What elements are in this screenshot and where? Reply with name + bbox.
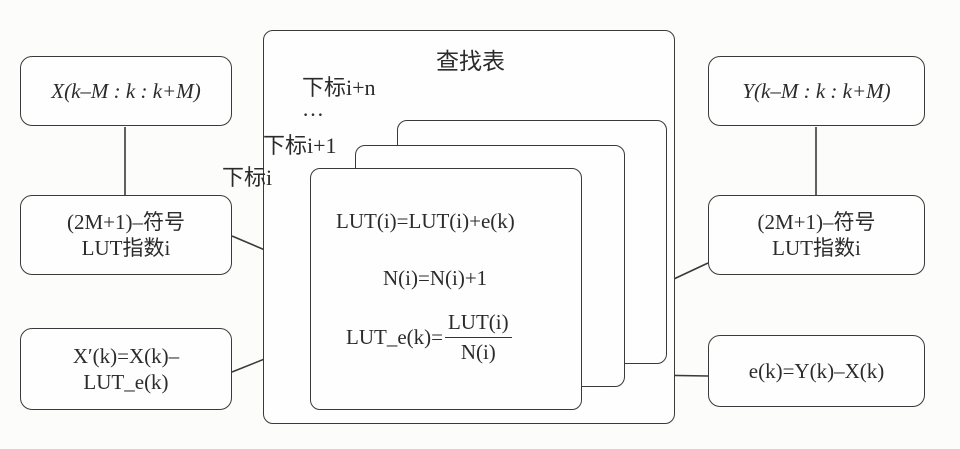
right-index-line-2: LUT指数i (772, 236, 861, 260)
left-index-line-2: LUT指数i (81, 236, 171, 260)
target-window-text: Y(k–M : k : k+M) (742, 78, 891, 103)
table-page-front (310, 168, 582, 410)
target-window-box: Y(k–M : k : k+M) (708, 56, 925, 126)
count-update-equation: N(i)=N(i)+1 (383, 266, 488, 290)
input-window-text: X(k–M : k : k+M) (51, 78, 201, 103)
lut-mean-denominator: N(i) (460, 340, 496, 364)
lut-mean-equation: LUT_e(k)= LUT(i) N(i) (346, 310, 512, 365)
corrected-output-line-2: LUT_e(k) (83, 370, 169, 394)
input-window-box: X(k–M : k : k+M) (20, 56, 232, 126)
lookup-table-title: 查找表 (436, 49, 505, 74)
left-index-box: (2M+1)–符号 LUT指数i (20, 195, 232, 275)
index-label-i: 下标i (222, 165, 273, 190)
corrected-output-line-1: X′(k)=X(k)– (72, 343, 180, 368)
right-index-line-1: (2M+1)–符号 (757, 209, 876, 234)
lut-mean-fraction: LUT(i) N(i) (444, 310, 512, 365)
lut-update-equation: LUT(i)=LUT(i)+e(k) (336, 209, 515, 233)
index-label-i-plus-1: 下标i+1 (263, 133, 337, 158)
lut-mean-lhs: LUT_e(k)= (346, 325, 443, 349)
error-text: e(k)=Y(k)–X(k) (748, 358, 885, 383)
index-label-ellipsis: … (302, 96, 324, 121)
right-index-box: (2M+1)–符号 LUT指数i (708, 195, 925, 275)
index-label-i-plus-n: 下标i+n (302, 75, 376, 100)
left-index-line-1: (2M+1)–符号 (66, 209, 185, 234)
lut-mean-numerator: LUT(i) (444, 310, 512, 338)
error-box: e(k)=Y(k)–X(k) (708, 335, 925, 407)
corrected-output-box: X′(k)=X(k)– LUT_e(k) (20, 328, 232, 410)
